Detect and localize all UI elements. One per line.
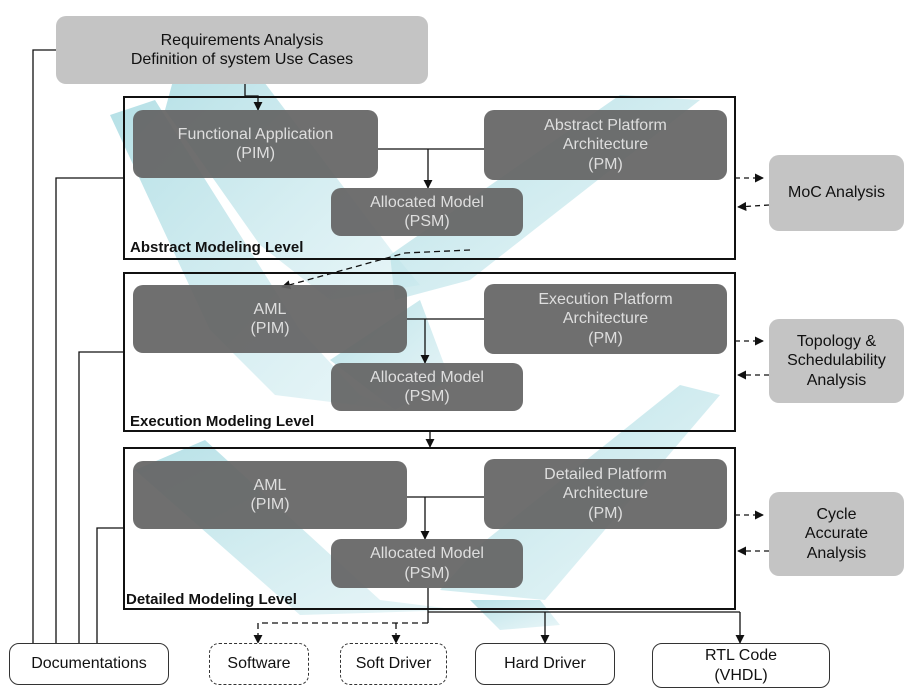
detailed-platform-architecture-box: Detailed Platform Architecture (PM) <box>484 459 727 529</box>
hard-driver-box: Hard Driver <box>475 643 615 685</box>
detailed-modeling-level <box>123 447 736 610</box>
functional-application-box: Functional Application (PIM) <box>133 110 378 178</box>
box-line: Architecture <box>562 310 649 328</box>
box-line: (PIM) <box>235 145 276 162</box>
allocated-model-box-detailed: Allocated Model (PSM) <box>331 539 523 588</box>
box-line: Functional Application <box>177 125 334 143</box>
soft-driver-box: Soft Driver <box>340 643 447 685</box>
box-line: Architecture <box>562 136 649 154</box>
box-line: (VHDL) <box>714 666 768 684</box>
requirements-line-2: Definition of system Use Cases <box>130 51 354 68</box>
box-line: Allocated Model <box>370 545 484 563</box>
documentations-box: Documentations <box>9 643 169 685</box>
box-line: Soft Driver <box>355 655 432 673</box>
execution-platform-architecture-box: Execution Platform Architecture (PM) <box>484 284 727 354</box>
box-line: Documentations <box>31 655 147 673</box>
box-line: (PSM) <box>404 564 450 582</box>
aml-box-execution: AML (PIM) <box>133 285 407 353</box>
box-line: Architecture <box>562 485 649 503</box>
box-line: Analysis <box>806 371 867 389</box>
box-line: Allocated Model <box>370 368 484 386</box>
box-line: Accurate <box>804 525 869 543</box>
box-line: (PM) <box>588 504 623 522</box>
box-line: Cycle <box>816 506 857 524</box>
abstract-modeling-level <box>123 96 736 260</box>
box-line: MoC Analysis <box>788 184 885 202</box>
execution-modeling-level <box>123 272 736 432</box>
box-line: (PIM) <box>250 320 290 337</box>
box-line: Software <box>227 655 291 673</box>
box-line: RTL Code <box>704 647 778 665</box>
box-line: Execution Platform <box>538 291 673 309</box>
abstract-platform-architecture-box: Abstract Platform Architecture (PM) <box>484 110 727 180</box>
box-line: Topology & <box>796 333 877 351</box>
topology-schedulability-analysis-box: Topology & Schedulability Analysis <box>769 319 904 403</box>
abstract-level-label: Abstract Modeling Level <box>130 239 304 256</box>
box-line: Allocated Model <box>370 193 484 211</box>
software-box: Software <box>209 643 309 685</box>
allocated-model-box-abstract: Allocated Model (PSM) <box>331 188 523 236</box>
box-line: Detailed Platform <box>544 466 667 484</box>
allocated-model-box-execution: Allocated Model (PSM) <box>331 363 523 411</box>
rtl-code-box: RTL Code (VHDL) <box>652 643 830 688</box>
box-line: (PM) <box>588 155 623 173</box>
connector-lines <box>28 49 770 655</box>
box-line: AML <box>253 476 287 494</box>
box-line: Schedulability <box>787 352 886 370</box>
requirements-analysis-box: Requirements Analysis Definition of syst… <box>56 16 428 84</box>
box-line: (PIM) <box>250 496 290 513</box>
box-line: Abstract Platform <box>544 117 667 135</box>
box-line: Analysis <box>806 544 867 562</box>
aml-box-detailed: AML (PIM) <box>133 461 407 529</box>
cycle-accurate-analysis-box: Cycle Accurate Analysis <box>769 492 904 576</box>
box-line: (PSM) <box>404 213 450 230</box>
detailed-level-label: Detailed Modeling Level <box>126 591 297 608</box>
box-line: Hard Driver <box>504 655 586 673</box>
moc-analysis-box: MoC Analysis <box>769 155 904 231</box>
requirements-line-1: Requirements Analysis <box>160 31 324 49</box>
execution-level-label: Execution Modeling Level <box>130 413 315 430</box>
box-line: AML <box>253 300 287 318</box>
box-line: (PM) <box>588 329 623 347</box>
box-line: (PSM) <box>404 388 450 405</box>
